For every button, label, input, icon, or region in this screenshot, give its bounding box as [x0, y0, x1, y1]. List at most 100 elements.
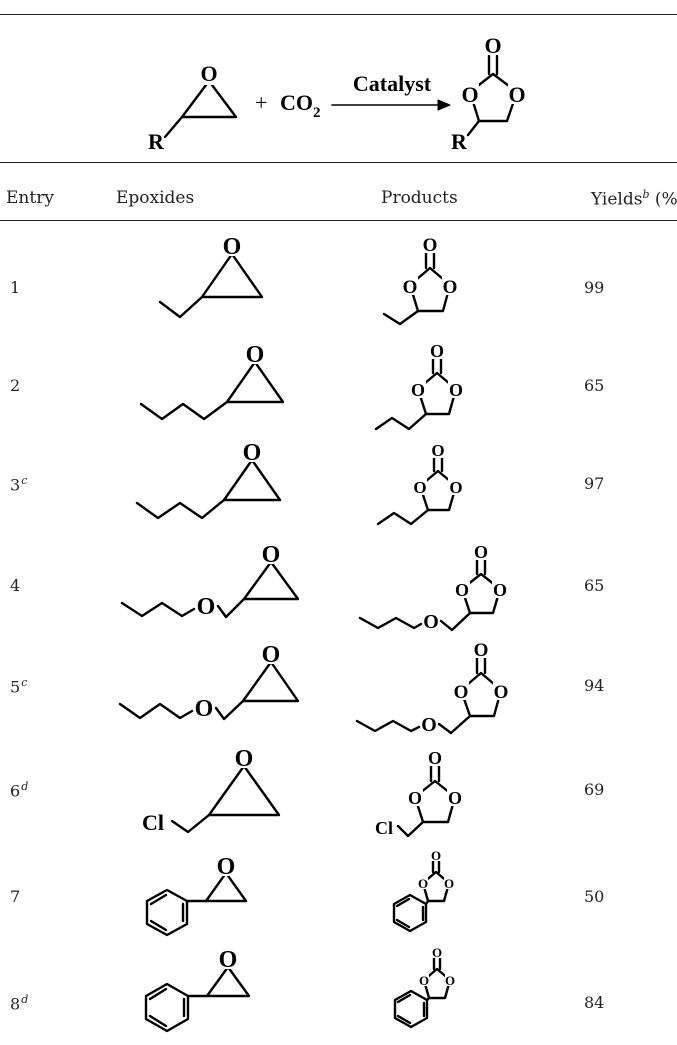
header-products: Products: [381, 188, 458, 208]
entry-3: 3c: [10, 474, 27, 494]
row-6-carbonate-oxygen-right: O: [448, 788, 462, 808]
row-6-epoxide-oxygen: O: [235, 746, 254, 772]
row-3-carbonate-oxygen-left: O: [413, 478, 426, 497]
row-6-carbonate: O O O Cl: [375, 748, 463, 838]
row-2-carbonate-oxygen-top: O: [430, 341, 444, 361]
entry-2-number: 2: [10, 376, 21, 395]
row-7-carbonate-oxygen-top: O: [431, 848, 441, 863]
row-6-epoxide: O Cl: [142, 744, 281, 835]
row-4-carbonate-ether-oxygen: O: [423, 611, 439, 633]
row-2-carbonate: O O O: [374, 341, 464, 431]
row-7-epoxide: O: [145, 852, 248, 937]
entry-6: 6d: [10, 780, 28, 800]
scheme-epoxide-r-bond: [163, 115, 184, 139]
entry-8-mark: d: [21, 993, 29, 1006]
header-entry: Entry: [6, 188, 54, 208]
header-yields-mark: b: [642, 188, 650, 201]
row-8-carbonate-oxygen-right: O: [445, 973, 455, 988]
row-3-epoxide: O: [135, 438, 282, 520]
scheme-epoxide: O R: [148, 61, 238, 154]
row-2-epoxide-oxygen: O: [246, 342, 265, 368]
row-1-epoxide: O: [158, 232, 264, 319]
row-5-epoxide: O O: [118, 640, 300, 722]
row-3-carbonate-oxygen-top: O: [431, 441, 444, 460]
row-8-phenyl-ring: [144, 982, 190, 1033]
row-8-carbonate-oxygen-left: O: [419, 973, 429, 988]
entry-5-number: 5: [10, 677, 21, 697]
header-yields-suffix: (%): [654, 189, 677, 210]
row-6-carbonate-chlorine: Cl: [375, 818, 393, 838]
scheme-product-left-oxygen: O: [461, 82, 478, 107]
row-4-carbonate-oxygen-top: O: [474, 542, 488, 562]
yield-2: 65: [584, 376, 605, 395]
row-1-epoxide-oxygen: O: [223, 234, 242, 260]
entry-6-mark: d: [21, 780, 29, 793]
entry-4-number: 4: [10, 576, 21, 595]
row-4-epoxide-ring-oxygen: O: [262, 542, 281, 568]
entry-1-number: 1: [10, 278, 21, 297]
row-2-epoxide: O: [139, 340, 285, 421]
entry-3-mark: c: [21, 474, 28, 487]
row-7-carbonate-oxygen-left: O: [418, 876, 428, 891]
scheme-arrow: [331, 99, 451, 111]
row-4-carbonate-oxygen-left: O: [455, 580, 469, 600]
scheme-product-right-oxygen: O: [508, 82, 525, 107]
entry-4: 4: [10, 576, 20, 595]
row-1-carbonate-oxygen-top: O: [423, 235, 438, 256]
row-7-carbonate: O O O: [392, 848, 455, 933]
entry-8: 8d: [10, 993, 28, 1013]
yield-8: 84: [584, 993, 605, 1012]
header-top-rule: [0, 162, 677, 163]
scheme-epoxide-ring: [180, 79, 238, 119]
yield-1: 99: [584, 278, 605, 297]
scheme-product-ring-bottom: [468, 90, 519, 123]
yield-3: 97: [584, 474, 605, 493]
row-1-carbonate: O O O: [382, 234, 458, 326]
entry-2: 2: [10, 376, 20, 395]
row-8-carbonate-oxygen-top: O: [432, 945, 442, 960]
scheme-epoxide-oxygen: O: [200, 61, 217, 86]
scheme-product-r: R: [451, 129, 468, 154]
row-3-carbonate: O O O: [376, 441, 463, 526]
yield-6: 69: [584, 780, 605, 799]
entry-8-number: 8: [10, 994, 21, 1014]
row-1-carbonate-oxygen-right: O: [443, 277, 458, 298]
row-8-carbonate: O O O: [393, 945, 456, 1029]
entry-1: 1: [10, 278, 20, 297]
row-5-epoxide-ring-oxygen: O: [262, 642, 281, 668]
yield-5: 94: [584, 676, 605, 695]
reaction-scheme: O R + CO2 Catalyst O O O R: [148, 33, 526, 154]
row-7-epoxide-oxygen: O: [217, 854, 236, 880]
row-8-epoxide: O: [144, 945, 251, 1033]
row-5-carbonate: O O O O: [355, 639, 509, 736]
row-2-carbonate-oxygen-left: O: [411, 380, 425, 400]
row-4-epoxide: O O: [120, 540, 300, 620]
entry-5: 5c: [10, 676, 27, 696]
row-5-carbonate-ether-oxygen: O: [421, 714, 437, 736]
row-5-epoxide-ether-oxygen: O: [195, 696, 214, 722]
row-7-carbonate-oxygen-right: O: [444, 876, 454, 891]
row-6-carbonate-oxygen-top: O: [428, 748, 442, 768]
yield-4: 65: [584, 576, 605, 595]
row-8-epoxide-oxygen: O: [219, 947, 238, 973]
scheme-product: O O O R: [451, 33, 526, 154]
scheme-plus: +: [255, 90, 267, 115]
row-6-carbonate-oxygen-left: O: [408, 788, 422, 808]
row-5-carbonate-oxygen-left: O: [454, 682, 469, 703]
entry-6-number: 6: [10, 781, 21, 801]
scheme-co2-subscript: 2: [313, 105, 321, 121]
entry-3-number: 3: [10, 475, 21, 495]
row-6-epoxide-chlorine: Cl: [142, 810, 164, 835]
row-5-carbonate-oxygen-right: O: [494, 682, 509, 703]
row-3-epoxide-oxygen: O: [243, 440, 262, 466]
header-bottom-rule: [0, 220, 677, 221]
header-yields-prefix: Yields: [591, 189, 643, 210]
row-2-carbonate-oxygen-right: O: [449, 380, 463, 400]
entry-5-mark: c: [21, 676, 28, 689]
scheme-product-carbonyl-oxygen: O: [484, 33, 501, 58]
top-rule: [0, 14, 677, 15]
row-3-carbonate-oxygen-right: O: [449, 478, 462, 497]
scheme-reactant-r: R: [148, 129, 165, 154]
scheme-arrow-label: Catalyst: [353, 71, 432, 96]
